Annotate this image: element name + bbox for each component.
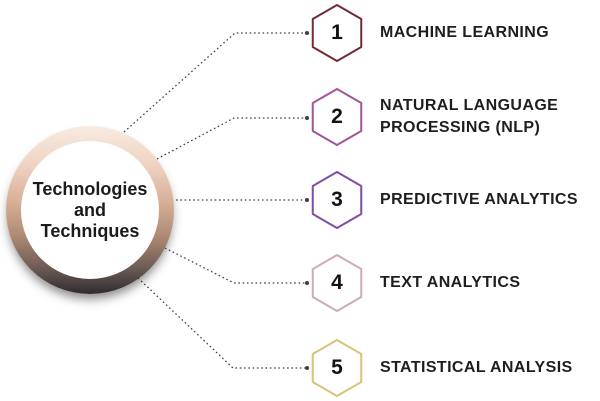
hexagon-badge-4: 4: [310, 253, 364, 313]
hexagon-shape-3: [311, 171, 363, 229]
connector-line-4: [164, 247, 306, 284]
hexagon-shape-2: [311, 88, 363, 146]
connector-end-dot-5: [305, 366, 309, 370]
connector-end-dot-2: [305, 116, 309, 120]
connector-end-dot-3: [305, 198, 309, 202]
hexagon-badge-5: 5: [310, 338, 364, 398]
central-circle-inner: Technologies and Techniques: [21, 141, 159, 279]
item-number-3: 3: [331, 188, 343, 211]
item-number-5: 5: [331, 356, 343, 379]
hexagon-badge-2: 2: [310, 87, 364, 147]
item-number-1: 1: [331, 21, 343, 44]
hexagon-badge-3: 3: [310, 170, 364, 230]
central-circle-title: Technologies and Techniques: [32, 178, 148, 241]
connector-line-2: [156, 117, 306, 160]
connector-line-5: [137, 277, 306, 369]
hexagon-badge-1: 1: [310, 3, 364, 63]
item-number-4: 4: [331, 271, 343, 294]
connector-end-dot-1: [305, 31, 309, 35]
hexagon-shape-1: [311, 4, 363, 62]
central-circle: Technologies and Techniques: [6, 126, 174, 294]
connector-line-1: [123, 32, 306, 133]
item-label-3: PREDICTIVE ANALYTICS: [380, 191, 578, 208]
item-number-2: 2: [331, 105, 343, 128]
hexagon-shape-5: [311, 339, 363, 397]
hexagon-shape-4: [311, 254, 363, 312]
item-label-5: STATISTICAL ANALYSIS: [380, 359, 573, 376]
item-label-2: NATURAL LANGUAGE PROCESSING (NLP): [380, 97, 559, 136]
connector-end-dot-4: [305, 281, 309, 285]
item-label-4: TEXT ANALYTICS: [380, 274, 521, 291]
item-label-1: MACHINE LEARNING: [380, 24, 550, 41]
